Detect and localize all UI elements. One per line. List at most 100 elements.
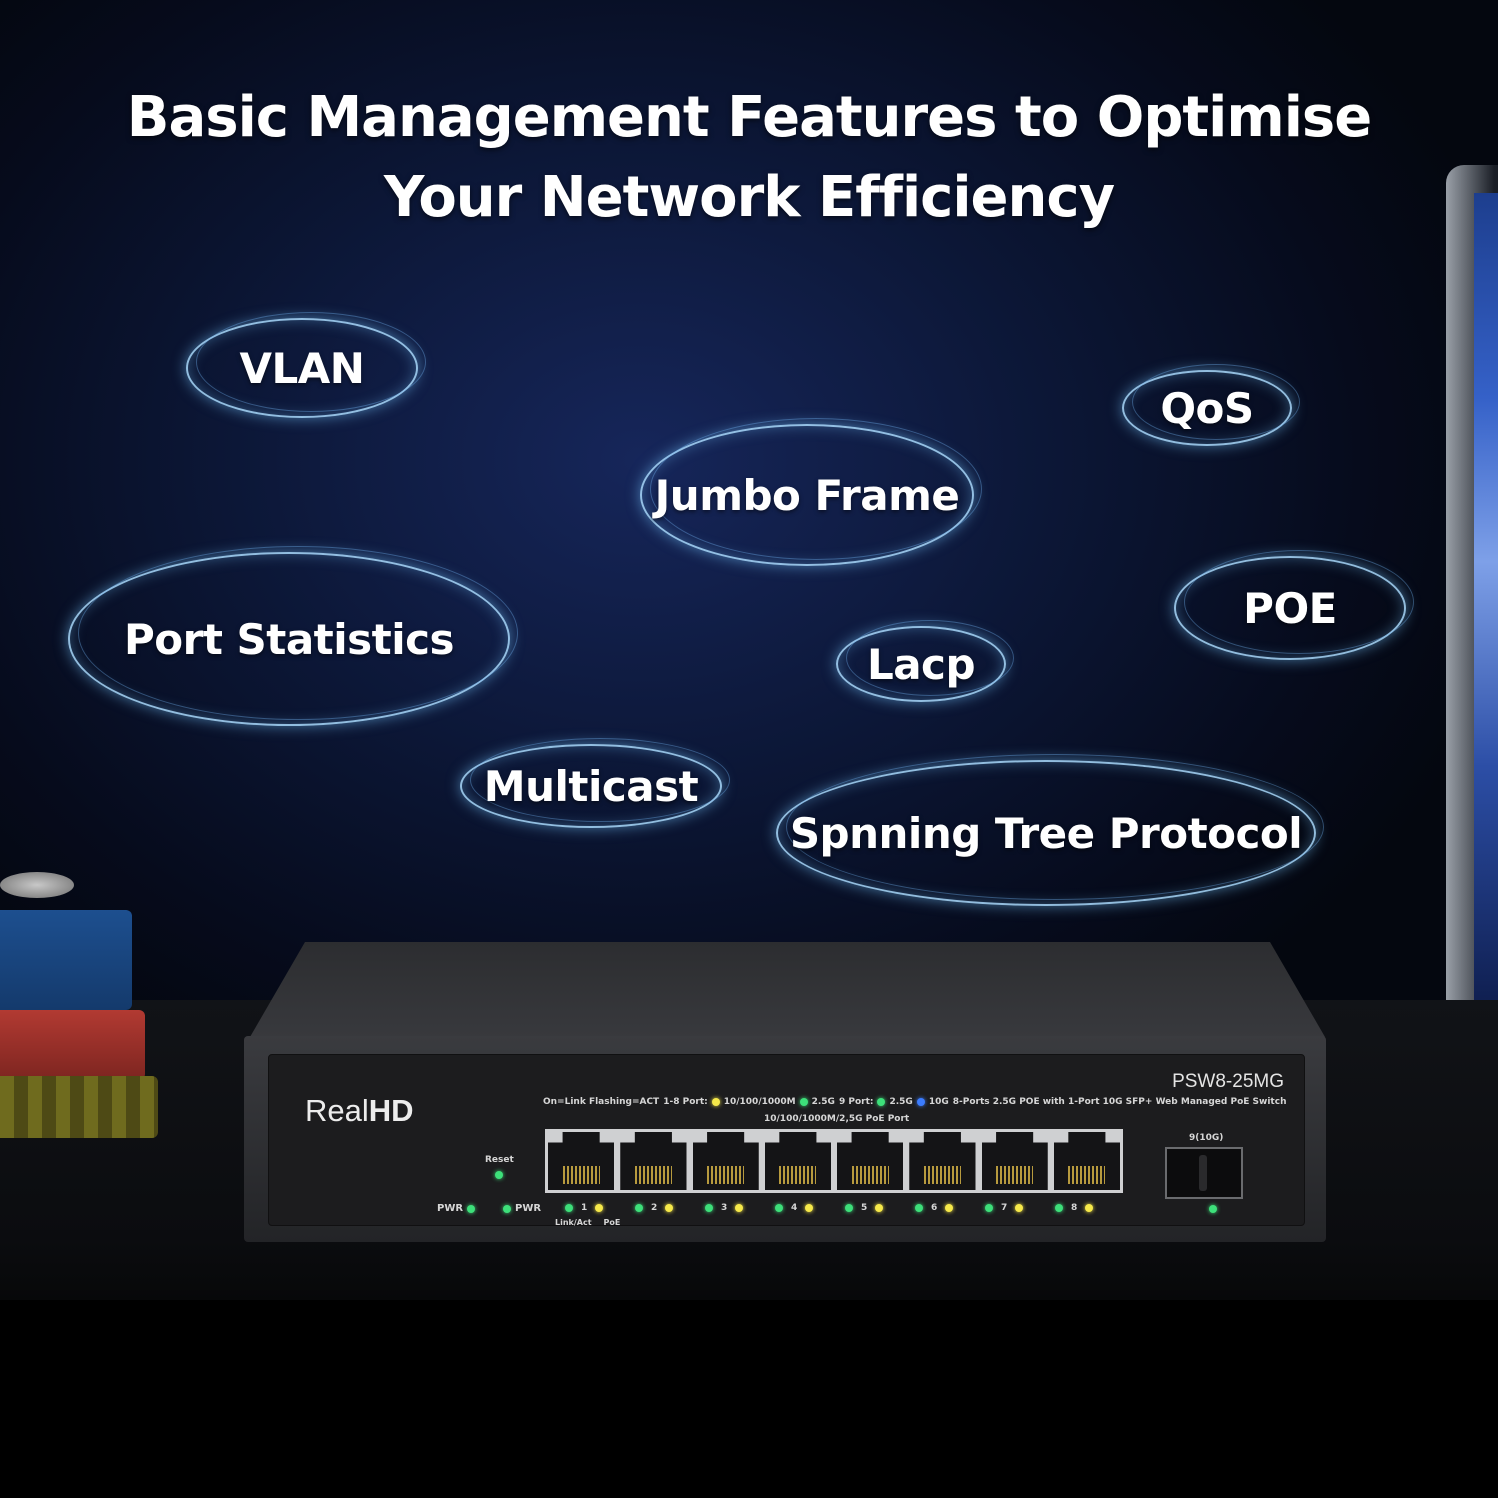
rj45-port-bank — [545, 1129, 1123, 1193]
link-led-icon — [565, 1204, 573, 1212]
legend-ports-1-8: 1-8 Port: — [663, 1097, 708, 1107]
legend-speed-4: 10G — [928, 1097, 949, 1107]
feature-label-port-statistics: Port Statistics — [123, 614, 455, 664]
poe-led-icon — [945, 1204, 954, 1212]
pwr-label: PWR — [515, 1203, 542, 1214]
poe-led-icon — [1015, 1204, 1024, 1212]
poe-led-icon — [665, 1204, 674, 1212]
power-led-icon — [503, 1204, 511, 1213]
model-number: PSW8-25MG — [1172, 1071, 1284, 1092]
feature-label-vlan: VLAN — [239, 343, 365, 393]
power-led-icon — [467, 1204, 476, 1213]
bubble-ring-glow — [846, 620, 1014, 696]
port-led-row: 1 2 3 4 — [565, 1203, 1125, 1213]
reset-button[interactable] — [495, 1171, 503, 1179]
green-led-icon — [877, 1098, 886, 1106]
rj45-port-3 — [692, 1132, 759, 1190]
page-title: Basic Management Features to Optimise Yo… — [0, 78, 1498, 238]
port-number: 8 — [1071, 1203, 1078, 1213]
bubble-ring-glow — [78, 546, 518, 720]
led-legend: On=Link Flashing=ACT 1-8 Port: 10/100/10… — [543, 1097, 1286, 1107]
legend-link: On=Link Flashing=ACT — [543, 1097, 660, 1107]
feature-bubble-qos: QoS — [1122, 364, 1300, 446]
blue-led-icon — [916, 1098, 925, 1106]
port-led-group-1: 1 — [565, 1203, 635, 1213]
port-number: 3 — [721, 1203, 728, 1213]
bubble-ring-glow — [470, 738, 730, 822]
sfp-port-label: 9(10G) — [1189, 1133, 1224, 1143]
switch-top-cover — [250, 942, 1325, 1037]
link-led-icon — [845, 1204, 853, 1212]
rj45-port-8 — [1053, 1132, 1120, 1190]
poe-led-icon — [595, 1204, 604, 1212]
pwr-indicator-2: PWR — [503, 1203, 541, 1214]
brand-real: Real — [305, 1093, 369, 1128]
feature-bubble-vlan: VLAN — [186, 312, 426, 418]
poe-label: PoE — [603, 1218, 621, 1227]
sfp-led-icon — [1209, 1205, 1217, 1213]
pwr-label: PWR — [437, 1203, 464, 1214]
port-number: 1 — [581, 1203, 588, 1213]
port-number: 6 — [931, 1203, 938, 1213]
rj45-port-1 — [548, 1132, 615, 1190]
port-led-group-3: 3 — [705, 1203, 775, 1213]
legend-speed-1: 10/100/1000M — [723, 1097, 796, 1107]
feature-bubble-jumbo-frame: Jumbo Frame — [640, 418, 982, 566]
link-led-icon — [985, 1204, 993, 1212]
link-led-icon — [705, 1204, 713, 1212]
rj45-port-4 — [764, 1132, 831, 1190]
bubble-ring-glow — [650, 418, 982, 560]
feature-bubble-lacp: Lacp — [836, 620, 1014, 702]
switch-front-panel: RealHD PSW8-25MG On=Link Flashing=ACT 1-… — [268, 1054, 1305, 1227]
sfp-port — [1165, 1147, 1243, 1199]
legend-speed-3: 2.5G — [889, 1097, 913, 1107]
pwr-indicator-1: PWR — [437, 1203, 476, 1214]
port-led-group-6: 6 — [915, 1203, 985, 1213]
bubble-ring-glow — [1184, 550, 1414, 654]
port-led-group-5: 5 — [845, 1203, 915, 1213]
yellow-led-icon — [711, 1098, 720, 1106]
rj45-port-2 — [620, 1132, 687, 1190]
reset-label: Reset — [485, 1155, 514, 1165]
brand-hd: HD — [368, 1093, 414, 1128]
feature-bubble-spanning-tree: Spnning Tree Protocol — [776, 754, 1324, 906]
poe-led-icon — [1085, 1204, 1094, 1212]
lamp-base — [0, 872, 74, 898]
port-led-group-8: 8 — [1055, 1203, 1125, 1213]
poe-led-icon — [875, 1204, 884, 1212]
bubble-ring-glow — [196, 312, 426, 412]
poe-led-icon — [735, 1204, 744, 1212]
link-led-icon — [915, 1204, 923, 1212]
brand-logo: RealHD — [305, 1093, 414, 1129]
legend-description: 8-Ports 2.5G POE with 1-Port 10G SFP+ We… — [952, 1097, 1287, 1107]
port-number: 7 — [1001, 1203, 1008, 1213]
led-sub-labels: Link/Act PoE — [555, 1218, 620, 1227]
title-line-2: Your Network Efficiency — [383, 165, 1115, 230]
feature-label-lacp: Lacp — [866, 639, 976, 689]
feature-bubble-poe: POE — [1174, 550, 1414, 660]
bubble-ring-glow — [786, 754, 1324, 900]
book-patterned — [0, 1076, 158, 1138]
feature-label-spanning-tree: Spnning Tree Protocol — [789, 808, 1303, 858]
link-led-icon — [775, 1204, 783, 1212]
feature-bubble-multicast: Multicast — [460, 738, 730, 828]
rj45-port-6 — [909, 1132, 976, 1190]
poe-led-icon — [805, 1204, 814, 1212]
legend-port-9: 9 Port: — [838, 1097, 874, 1107]
laptop-image — [1446, 165, 1498, 1065]
floor-shadow — [0, 1300, 1498, 1498]
bubble-ring-glow — [1132, 364, 1300, 440]
port-led-group-7: 7 — [985, 1203, 1055, 1213]
port-number: 2 — [651, 1203, 658, 1213]
book-red — [0, 1010, 145, 1080]
rj45-port-5 — [837, 1132, 904, 1190]
green-led-icon — [799, 1098, 808, 1106]
feature-label-multicast: Multicast — [483, 761, 699, 811]
feature-label-qos: QoS — [1160, 383, 1254, 433]
feature-label-jumbo-frame: Jumbo Frame — [654, 470, 960, 520]
port-note: 10/100/1000M/2,5G PoE Port — [764, 1114, 910, 1124]
link-led-icon — [635, 1204, 643, 1212]
network-switch: RealHD PSW8-25MG On=Link Flashing=ACT 1-… — [244, 1036, 1326, 1242]
feature-label-poe: POE — [1243, 583, 1337, 633]
